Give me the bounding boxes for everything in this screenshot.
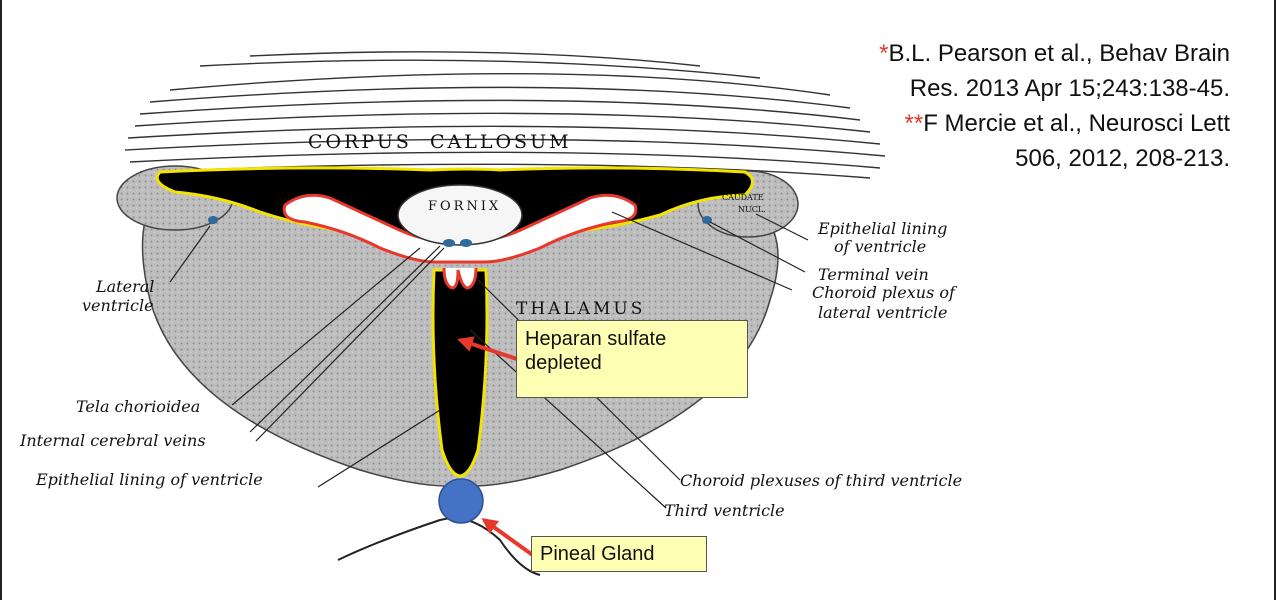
reference-1: *B.L. Pearson et al., Behav Brain xyxy=(770,36,1230,71)
pineal-gland-callout: Pineal Gland xyxy=(531,536,707,572)
caudate-nucl-label-2: NUCL. xyxy=(738,205,766,214)
pineal-arrow xyxy=(484,520,534,556)
reference-1-line-1: B.L. Pearson et al., Behav Brain xyxy=(888,40,1230,67)
tectum-contour xyxy=(338,518,540,575)
internal-cerebral-vein-left xyxy=(443,239,455,247)
lateral-ventricle-label-1: Lateral xyxy=(95,277,154,296)
thalamus-label: THALAMUS xyxy=(516,299,645,319)
pineal-gland xyxy=(439,479,483,523)
heparan-callout-line-1: Heparan sulfate xyxy=(525,327,739,351)
reference-2: **F Mercie et al., Neurosci Lett xyxy=(770,106,1230,141)
pineal-callout-text: Pineal Gland xyxy=(540,543,655,565)
internal-cerebral-veins-label: Internal cerebral veins xyxy=(19,431,206,450)
choroid-plexus-lateral-label-2: lateral ventricle xyxy=(818,303,948,322)
epithelial-lining-right-label-1: Epithelial lining xyxy=(817,219,947,238)
heparan-callout-line-2: depleted xyxy=(525,351,739,375)
third-ventricle xyxy=(433,270,487,476)
reference-2-marker: ** xyxy=(905,110,924,137)
epithelial-lining-right-label-2: of ventricle xyxy=(834,237,926,256)
terminal-vein-label: Terminal vein xyxy=(818,265,929,284)
lateral-ventricle-label-2: ventricle xyxy=(82,296,154,315)
choroid-plexus-lateral-label-1: Choroid plexus of xyxy=(812,283,958,302)
caudate-nucl-label-1: CAUDATE xyxy=(722,193,764,202)
choroid-plexuses-third-label: Choroid plexuses of third ventricle xyxy=(680,471,962,490)
fornix-label: FORNIX xyxy=(428,199,501,214)
terminal-vein-left xyxy=(208,216,218,224)
fornix xyxy=(398,185,522,245)
reference-2-line-2: 506, 2012, 208-213. xyxy=(770,141,1230,176)
tela-chorioidea-label: Tela chorioidea xyxy=(76,397,200,416)
references: *B.L. Pearson et al., Behav Brain Res. 2… xyxy=(770,36,1230,176)
internal-cerebral-vein-right xyxy=(460,239,472,247)
reference-1-line-2: Res. 2013 Apr 15;243:138-45. xyxy=(770,71,1230,106)
heparan-sulfate-callout: Heparan sulfate depleted xyxy=(516,320,748,398)
epithelial-lining-left-label: Epithelial lining of ventricle xyxy=(35,470,263,489)
reference-2-line-1: F Mercie et al., Neurosci Lett xyxy=(923,110,1230,137)
third-ventricle-label: Third ventricle xyxy=(664,501,785,520)
corpus-callosum-label: CORPUS CALLOSUM xyxy=(308,131,572,153)
